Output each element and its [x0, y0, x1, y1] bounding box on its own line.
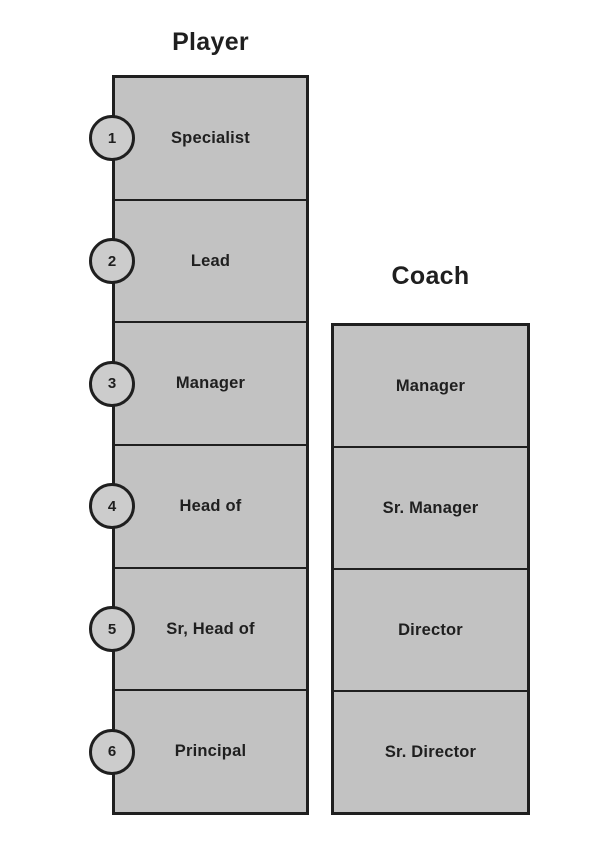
coach-level-row: Sr. Director [334, 690, 527, 812]
level-number-badge: 2 [89, 238, 135, 284]
level-number: 3 [107, 375, 117, 393]
player-level-row: 6 Principal [89, 689, 306, 812]
coach-level-label: Sr. Director [384, 742, 477, 761]
player-level-label: Head of [179, 496, 242, 515]
coach-level-label: Sr. Manager [382, 498, 479, 517]
player-column-title: Player [172, 28, 249, 56]
coach-level-row: Manager [334, 326, 527, 446]
player-level-row: 3 Manager [89, 321, 306, 444]
player-level-row: 5 Sr, Head of [89, 566, 306, 690]
coach-column-title: Coach [391, 262, 470, 290]
player-level-row: 4 Head of [89, 444, 306, 567]
coach-ladder: Manager Sr. Manager Director Sr. Directo… [331, 323, 530, 815]
player-level-label: Lead [190, 251, 231, 270]
level-number: 6 [107, 743, 117, 761]
level-number-badge: 3 [89, 360, 135, 407]
player-ladder: 1 Specialist 2 Lead 3 Manager 4 Head of … [89, 75, 309, 815]
level-number: 4 [107, 497, 117, 515]
player-level-row: 1 Specialist [89, 78, 306, 199]
coach-level-row: Sr. Manager [334, 446, 527, 568]
player-level-label: Specialist [170, 128, 251, 147]
level-number-badge: 1 [89, 115, 135, 162]
coach-level-label: Manager [395, 376, 466, 395]
player-level-label: Principal [174, 742, 247, 761]
player-level-label: Manager [175, 374, 246, 393]
level-number: 1 [107, 129, 117, 147]
coach-level-row: Director [334, 568, 527, 690]
level-number: 5 [107, 620, 117, 638]
level-number-badge: 4 [89, 483, 135, 530]
player-level-label: Sr, Head of [166, 619, 255, 638]
player-level-row: 2 Lead [89, 198, 306, 322]
level-number: 2 [107, 252, 117, 270]
coach-level-label: Director [398, 620, 463, 639]
level-number-badge: 5 [89, 606, 135, 653]
level-number-badge: 6 [89, 728, 135, 775]
